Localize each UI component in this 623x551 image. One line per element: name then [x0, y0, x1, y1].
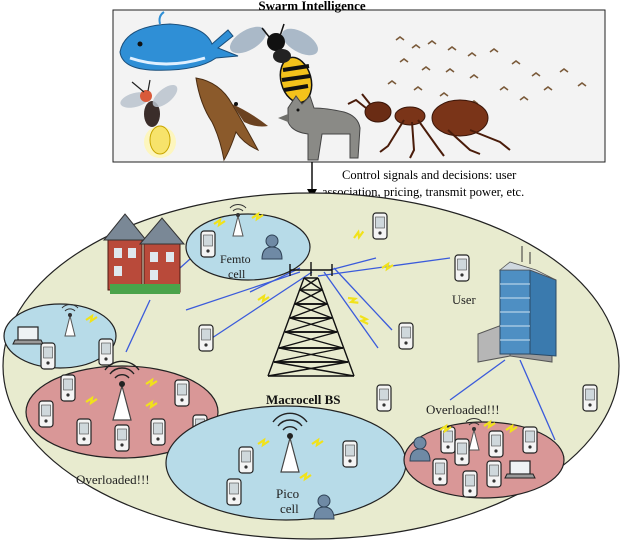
control-text-line2: association, pricing, transmit power, et…: [322, 185, 524, 199]
birds-flock-icon: [387, 36, 587, 105]
control-text-line1: Control signals and decisions: user: [342, 168, 517, 182]
houses-icon: [102, 213, 186, 294]
pico-label-line1: Pico: [276, 486, 299, 501]
diagram-title: Swarm Intelligence: [258, 0, 365, 13]
femto-label-line2: cell: [228, 267, 246, 281]
pico-label-line2: cell: [280, 501, 299, 516]
user-label: User: [452, 293, 476, 307]
left-small-cell: [3, 303, 117, 369]
bee-icon: [229, 23, 319, 104]
firefly-icon: [120, 79, 178, 158]
overloaded-label-left: Overloaded!!!: [76, 472, 150, 487]
macrocell-tower: [267, 262, 355, 377]
femto-label-line1: Femto: [220, 252, 251, 266]
office-building-icon: [477, 246, 557, 363]
hawk-icon: [195, 77, 268, 162]
macrocell-label: Macrocell BS: [266, 392, 341, 407]
wolf-icon: [278, 95, 361, 161]
overloaded-label-right: Overloaded!!!: [426, 402, 500, 417]
ant-icon: [347, 93, 511, 159]
femto-cell: [185, 213, 311, 281]
whale-icon: [119, 11, 239, 71]
